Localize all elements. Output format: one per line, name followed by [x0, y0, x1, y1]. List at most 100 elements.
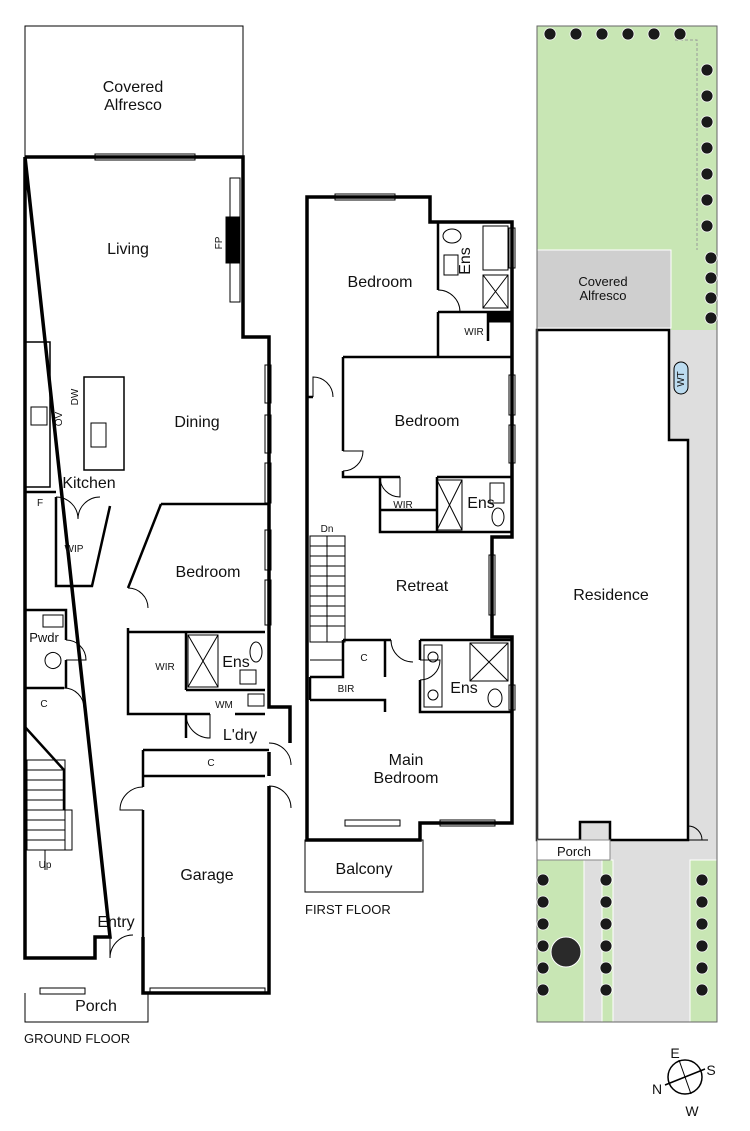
hedge-shrub [599, 961, 613, 975]
fireplace [225, 216, 241, 264]
hedge-shrub [695, 895, 709, 909]
ground-floor-outer-wall [23, 155, 292, 995]
label-entry: Entry [97, 914, 134, 931]
first-floor-title: FIRST FLOOR [305, 902, 391, 917]
label-wir: WIR [155, 662, 174, 673]
label-c-first: C [360, 653, 367, 664]
label-f: F [37, 498, 43, 509]
first-floor-windows [334, 193, 516, 827]
hedge-shrub [704, 291, 718, 305]
hedge-shrub [536, 917, 550, 931]
ground-floor-internal-walls [23, 490, 269, 993]
hedge-shrub [704, 271, 718, 285]
label-laundry: L'dry [223, 727, 257, 744]
hedge-shrub [621, 27, 635, 41]
compass-e: E [670, 1045, 679, 1061]
hedge-shrub [599, 873, 613, 887]
hedge-shrub [700, 193, 714, 207]
ground-floor-plan [23, 25, 292, 1023]
label-c-left: C [40, 699, 47, 710]
hedge-shrub [536, 939, 550, 953]
first-floor-stairs [309, 535, 346, 661]
label-covered-alfresco-1: Covered [103, 79, 163, 96]
hedge-shrub [700, 167, 714, 181]
label-wm: WM [215, 700, 233, 711]
hedge-shrub [536, 895, 550, 909]
label-ens-main: Ens [450, 680, 478, 697]
label-porch: Porch [75, 998, 117, 1015]
ground-floor-stairs [26, 759, 73, 870]
label-balcony: Balcony [336, 861, 393, 878]
cooktop [30, 406, 48, 426]
label-wt: WT [676, 371, 687, 387]
hedge-shrub [599, 983, 613, 997]
label-dw: DW [70, 388, 81, 405]
hedge-shrub [700, 89, 714, 103]
first-floor-fixtures [423, 225, 511, 708]
hedge-shrub [700, 141, 714, 155]
hedge-shrub [595, 27, 609, 41]
label-site-porch: Porch [557, 844, 591, 859]
hedge-shrub [543, 27, 557, 41]
label-retreat: Retreat [396, 578, 449, 595]
label-main-bedroom-2: Bedroom [374, 770, 439, 787]
hedge-shrub [695, 917, 709, 931]
first-floor-labels: Bedroom Ens WIR Bedroom WIR Ens Dn Retre… [305, 247, 495, 917]
label-covered-alfresco-2: Alfresco [104, 97, 162, 114]
label-ens: Ens [222, 654, 250, 671]
hedge-shrub [700, 219, 714, 233]
label-residence: Residence [573, 587, 649, 604]
hedge-shrub [599, 895, 613, 909]
label-bedroom: Bedroom [176, 564, 241, 581]
kitchen-island [83, 376, 125, 471]
hedge-shrub [700, 63, 714, 77]
label-main-bedroom-1: Main [389, 752, 424, 769]
hedge-shrub [536, 983, 550, 997]
hedge-shrub [695, 939, 709, 953]
label-fp: FP [214, 236, 225, 249]
label-kitchen: Kitchen [62, 475, 115, 492]
label-ens-mid: Ens [467, 495, 495, 512]
label-wir-mid: WIR [393, 500, 412, 511]
label-dn: Dn [321, 524, 334, 535]
label-dining: Dining [174, 414, 219, 431]
hedge-shrub [569, 27, 583, 41]
hedge-shrub [599, 939, 613, 953]
label-c-garage: C [207, 758, 214, 769]
hedge-shrub [695, 873, 709, 887]
site-plan-labels: Covered Alfresco WT Residence Porch [557, 274, 687, 859]
first-floor-plan [304, 193, 516, 893]
label-ens-top: Ens [457, 247, 474, 275]
hedge-shrub [673, 27, 687, 41]
kitchen-bench [24, 341, 51, 488]
water-tank [673, 361, 689, 395]
site-residence [535, 328, 690, 842]
site-boundary [536, 25, 718, 1023]
hedge-shrub [704, 311, 718, 325]
hedge-shrub [695, 983, 709, 997]
ground-floor-labels: Covered Alfresco Living FP Dining DW OV … [24, 79, 257, 1046]
site-garden-rear [537, 26, 717, 250]
label-site-alfresco-1: Covered [578, 274, 627, 289]
balcony-outline [304, 839, 424, 893]
label-wip: WIP [65, 544, 84, 555]
feature-tree [550, 936, 582, 968]
ground-floor-title: GROUND FLOOR [24, 1031, 130, 1046]
first-floor-doors [312, 289, 461, 681]
porch-outline [24, 993, 149, 1023]
hedge-shrub [536, 961, 550, 975]
hedge-shrub [704, 251, 718, 265]
compass-circle [667, 1059, 703, 1095]
sink [90, 422, 107, 448]
hedge-shrub [695, 961, 709, 975]
hedge-shrub [536, 873, 550, 887]
label-bedroom-mid: Bedroom [395, 413, 460, 430]
hedge-shrub [599, 917, 613, 931]
ground-floor-doors [42, 496, 292, 959]
site-covered-alfresco [536, 249, 672, 329]
ground-ensuite-fixtures [187, 634, 265, 707]
compass: E S N W [652, 1045, 716, 1119]
label-wir-top: WIR [464, 327, 483, 338]
compass-n: N [652, 1081, 662, 1097]
